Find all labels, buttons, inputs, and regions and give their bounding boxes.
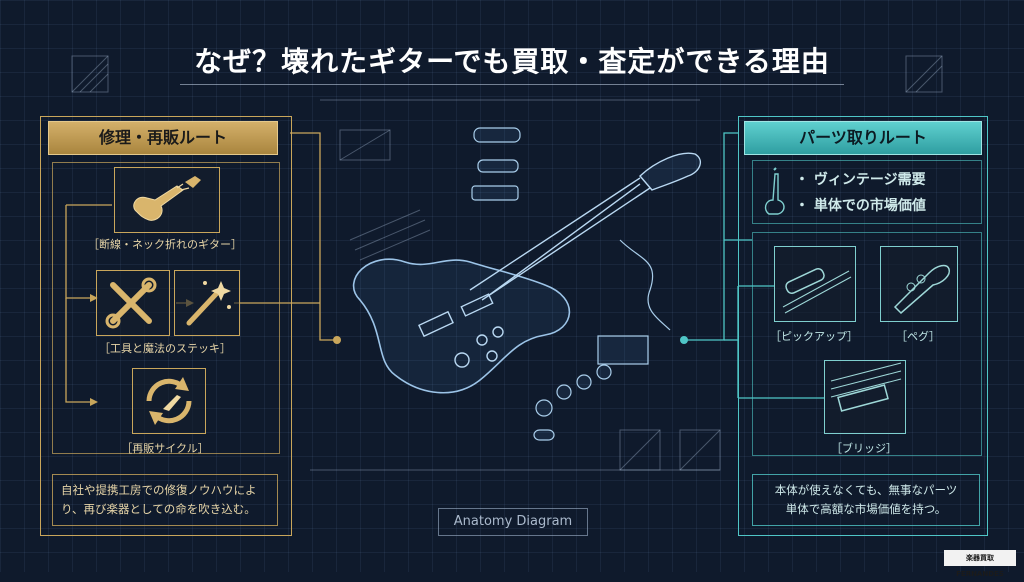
bridge-icon-box (824, 360, 906, 434)
parts-box (752, 232, 982, 456)
peg-icon-box (880, 246, 958, 322)
pickup-icon-box (774, 246, 856, 322)
parts-bullets-box: ・ ヴィンテージ需要 ・ 単体での市場価値 (752, 160, 982, 224)
repair-flow-box (52, 162, 280, 454)
guitar-body (352, 258, 571, 394)
tools-icon (105, 277, 157, 329)
resale-cycle-icon-box (132, 368, 206, 434)
repair-description-line1: 自社や提携工房での修復ノウハウによ (61, 483, 257, 497)
parts-route-heading: パーツ取りルート (744, 121, 982, 155)
parts-description-line1: 本体が使えなくても、無事なパーツ (774, 483, 958, 497)
guitar-neck (469, 177, 651, 301)
broken-guitar-icon (133, 176, 201, 221)
repair-resale-panel (40, 116, 292, 536)
repair-resale-heading: 修理・再販ルート (48, 121, 278, 155)
peg-label: ［ペグ］ (896, 330, 940, 343)
repair-description: 自社や提携工房での修復ノウハウによ り、再び楽器としての命を吹き込む。 (52, 474, 278, 526)
resale-cycle-label: ［再販サイクル］ (121, 442, 209, 455)
parts-route-panel (738, 116, 988, 536)
anatomy-diagram-caption: Anatomy Diagram (438, 508, 588, 536)
pickup-icon (782, 268, 852, 314)
vintage-guitar-icon (764, 167, 785, 215)
magic-wand-icon-box (174, 270, 240, 336)
tools-icon-box (96, 270, 170, 336)
repair-description-line2: り、再び楽器としての命を吹き込む。 (61, 502, 256, 516)
tools-label: ［工具と魔法のステッキ］ (99, 342, 231, 355)
magic-wand-icon (186, 281, 231, 326)
peg-icon (893, 264, 951, 315)
resale-cycle-icon (146, 377, 192, 425)
broken-guitar-label: ［断線・ネック折れのギター］ (88, 238, 242, 251)
bridge-label: ［ブリッジ］ (831, 442, 897, 455)
bridge-icon (830, 362, 902, 412)
parts-description-line2: 単体で高額な市場価値を持つ。 (785, 502, 947, 516)
bullet-market-value: ・ 単体での市場価値 (795, 198, 926, 214)
parts-description: 本体が使えなくても、無事なパーツ 単体で高額な市場価値を持つ。 (752, 474, 980, 526)
broken-guitar-icon-box (114, 167, 220, 233)
fernandes-logo: 楽器買取 FERNANDES (944, 550, 1016, 578)
title-divider (180, 84, 844, 85)
page-title: なぜ？壊れたギターでも買取・査定ができる理由 (194, 45, 830, 78)
pickup-label: ［ピックアップ］ (770, 330, 858, 343)
bullet-vintage-demand: ・ ヴィンテージ需要 (795, 172, 926, 188)
